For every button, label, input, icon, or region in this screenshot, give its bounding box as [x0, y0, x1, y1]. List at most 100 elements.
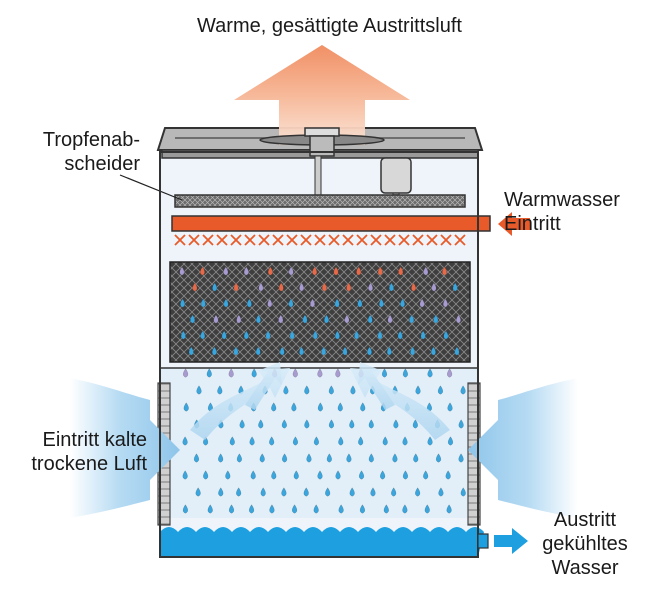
water-droplet-icon: [288, 266, 294, 276]
water-droplet-icon: [317, 368, 323, 378]
cold-air-inlet-label: Eintritt kalte trockene Luft: [31, 429, 147, 475]
water-droplet-icon: [317, 470, 323, 480]
water-droplet-icon: [400, 298, 406, 308]
water-droplet-icon: [239, 419, 245, 429]
drift-eliminator: [174, 194, 466, 208]
water-droplet-icon: [397, 330, 403, 340]
water-droplet-icon: [236, 453, 242, 463]
water-droplet-icon: [420, 330, 426, 340]
water-droplet-icon: [368, 453, 374, 463]
water-droplet-icon: [269, 504, 275, 514]
water-droplet-icon: [317, 402, 323, 412]
water-droplet-icon: [349, 419, 355, 429]
water-droplet-icon: [378, 298, 384, 308]
water-droplet-icon: [304, 385, 310, 395]
water-droplet-icon: [200, 298, 206, 308]
water-droplet-icon: [354, 330, 360, 340]
spray-x: [426, 234, 438, 246]
fill-pack: [169, 261, 471, 363]
water-droplet-icon: [192, 282, 198, 292]
water-droplet-icon: [458, 453, 464, 463]
water-droplet-icon: [460, 385, 466, 395]
water-droplet-icon: [386, 346, 392, 356]
water-droplet-icon: [288, 298, 294, 308]
water-droplet-icon: [267, 266, 273, 276]
water-droplet-icon: [271, 402, 277, 412]
water-droplet-icon: [423, 470, 429, 480]
water-droplet-icon: [427, 436, 433, 446]
water-droplet-icon: [443, 330, 449, 340]
water-droplet-icon: [243, 266, 249, 276]
water-droplet-icon: [293, 470, 299, 480]
water-droplet-icon: [447, 436, 454, 446]
cooled-water-outlet-label: Austritt gekühltes Wasser: [542, 509, 628, 579]
water-droplet-icon: [328, 419, 335, 429]
water-droplet-icon: [358, 436, 364, 446]
spray-x: [230, 234, 242, 246]
hot-water-inlet-label: Warmwasser Eintritt: [504, 189, 620, 235]
water-droplet-icon: [402, 368, 408, 378]
water-droplet-icon: [196, 385, 202, 395]
water-droplet-icon: [447, 402, 453, 412]
water-droplet-icon: [312, 266, 318, 276]
water-droplet-icon: [380, 470, 386, 480]
water-droplet-icon: [415, 487, 421, 497]
water-droplet-icon: [182, 470, 188, 480]
water-droplet-icon: [302, 314, 308, 324]
water-droplet-icon: [346, 282, 352, 292]
water-droplet-icon: [179, 266, 185, 276]
water-droplet-icon: [259, 453, 265, 463]
water-droplet-icon: [334, 298, 340, 308]
spray-x: [314, 234, 326, 246]
water-droplet-icon: [271, 470, 277, 480]
cooled-water-outlet-arrow: [494, 528, 528, 554]
water-droplet-icon: [430, 346, 436, 356]
water-droplet-icon: [335, 368, 341, 378]
water-droplet-icon: [313, 504, 319, 514]
water-droplet-icon: [299, 282, 305, 292]
spray-x: [356, 234, 368, 246]
water-droplet-icon: [233, 346, 239, 356]
water-droplet-icon: [281, 487, 287, 497]
water-droplet-icon: [402, 436, 408, 446]
spray-x: [454, 234, 466, 246]
water-droplet-icon: [213, 314, 219, 324]
water-droplet-icon: [180, 330, 186, 340]
water-droplet-icon: [292, 368, 298, 378]
spray-x: [202, 234, 214, 246]
water-droplet-icon: [368, 282, 374, 292]
water-droplet-icon: [391, 487, 397, 497]
water-droplet-icon: [267, 298, 273, 308]
water-droplet-icon: [431, 282, 437, 292]
water-droplet-icon: [265, 330, 271, 340]
spray-x: [244, 234, 256, 246]
water-droplet-icon: [333, 266, 339, 276]
water-droplet-icon: [393, 419, 399, 429]
water-droplet-icon: [248, 504, 255, 514]
water-droplet-icon: [206, 368, 212, 378]
water-droplet-icon: [377, 330, 383, 340]
water-droplet-icon: [258, 419, 264, 429]
water-droplet-icon: [392, 453, 398, 463]
water-droplet-icon: [292, 436, 299, 446]
water-droplet-icon: [411, 282, 417, 292]
spray-x: [272, 234, 284, 246]
spray-x: [370, 234, 382, 246]
exhaust-air-arrow: [234, 45, 410, 145]
water-droplet-icon: [357, 298, 363, 308]
water-droplet-icon: [291, 504, 298, 514]
water-droplet-icon: [413, 453, 419, 463]
water-droplet-icon: [370, 487, 376, 497]
spray-x: [216, 234, 228, 246]
water-droplet-icon: [289, 330, 295, 340]
water-droplet-icon: [304, 419, 310, 429]
spray-x: [188, 234, 200, 246]
water-droplet-icon: [255, 314, 261, 324]
water-droplet-icon: [203, 470, 209, 480]
water-droplet-icon: [441, 266, 448, 276]
water-droplet-icon: [366, 346, 373, 356]
water-droplet-icon: [437, 385, 444, 395]
water-droplet-icon: [306, 453, 312, 463]
